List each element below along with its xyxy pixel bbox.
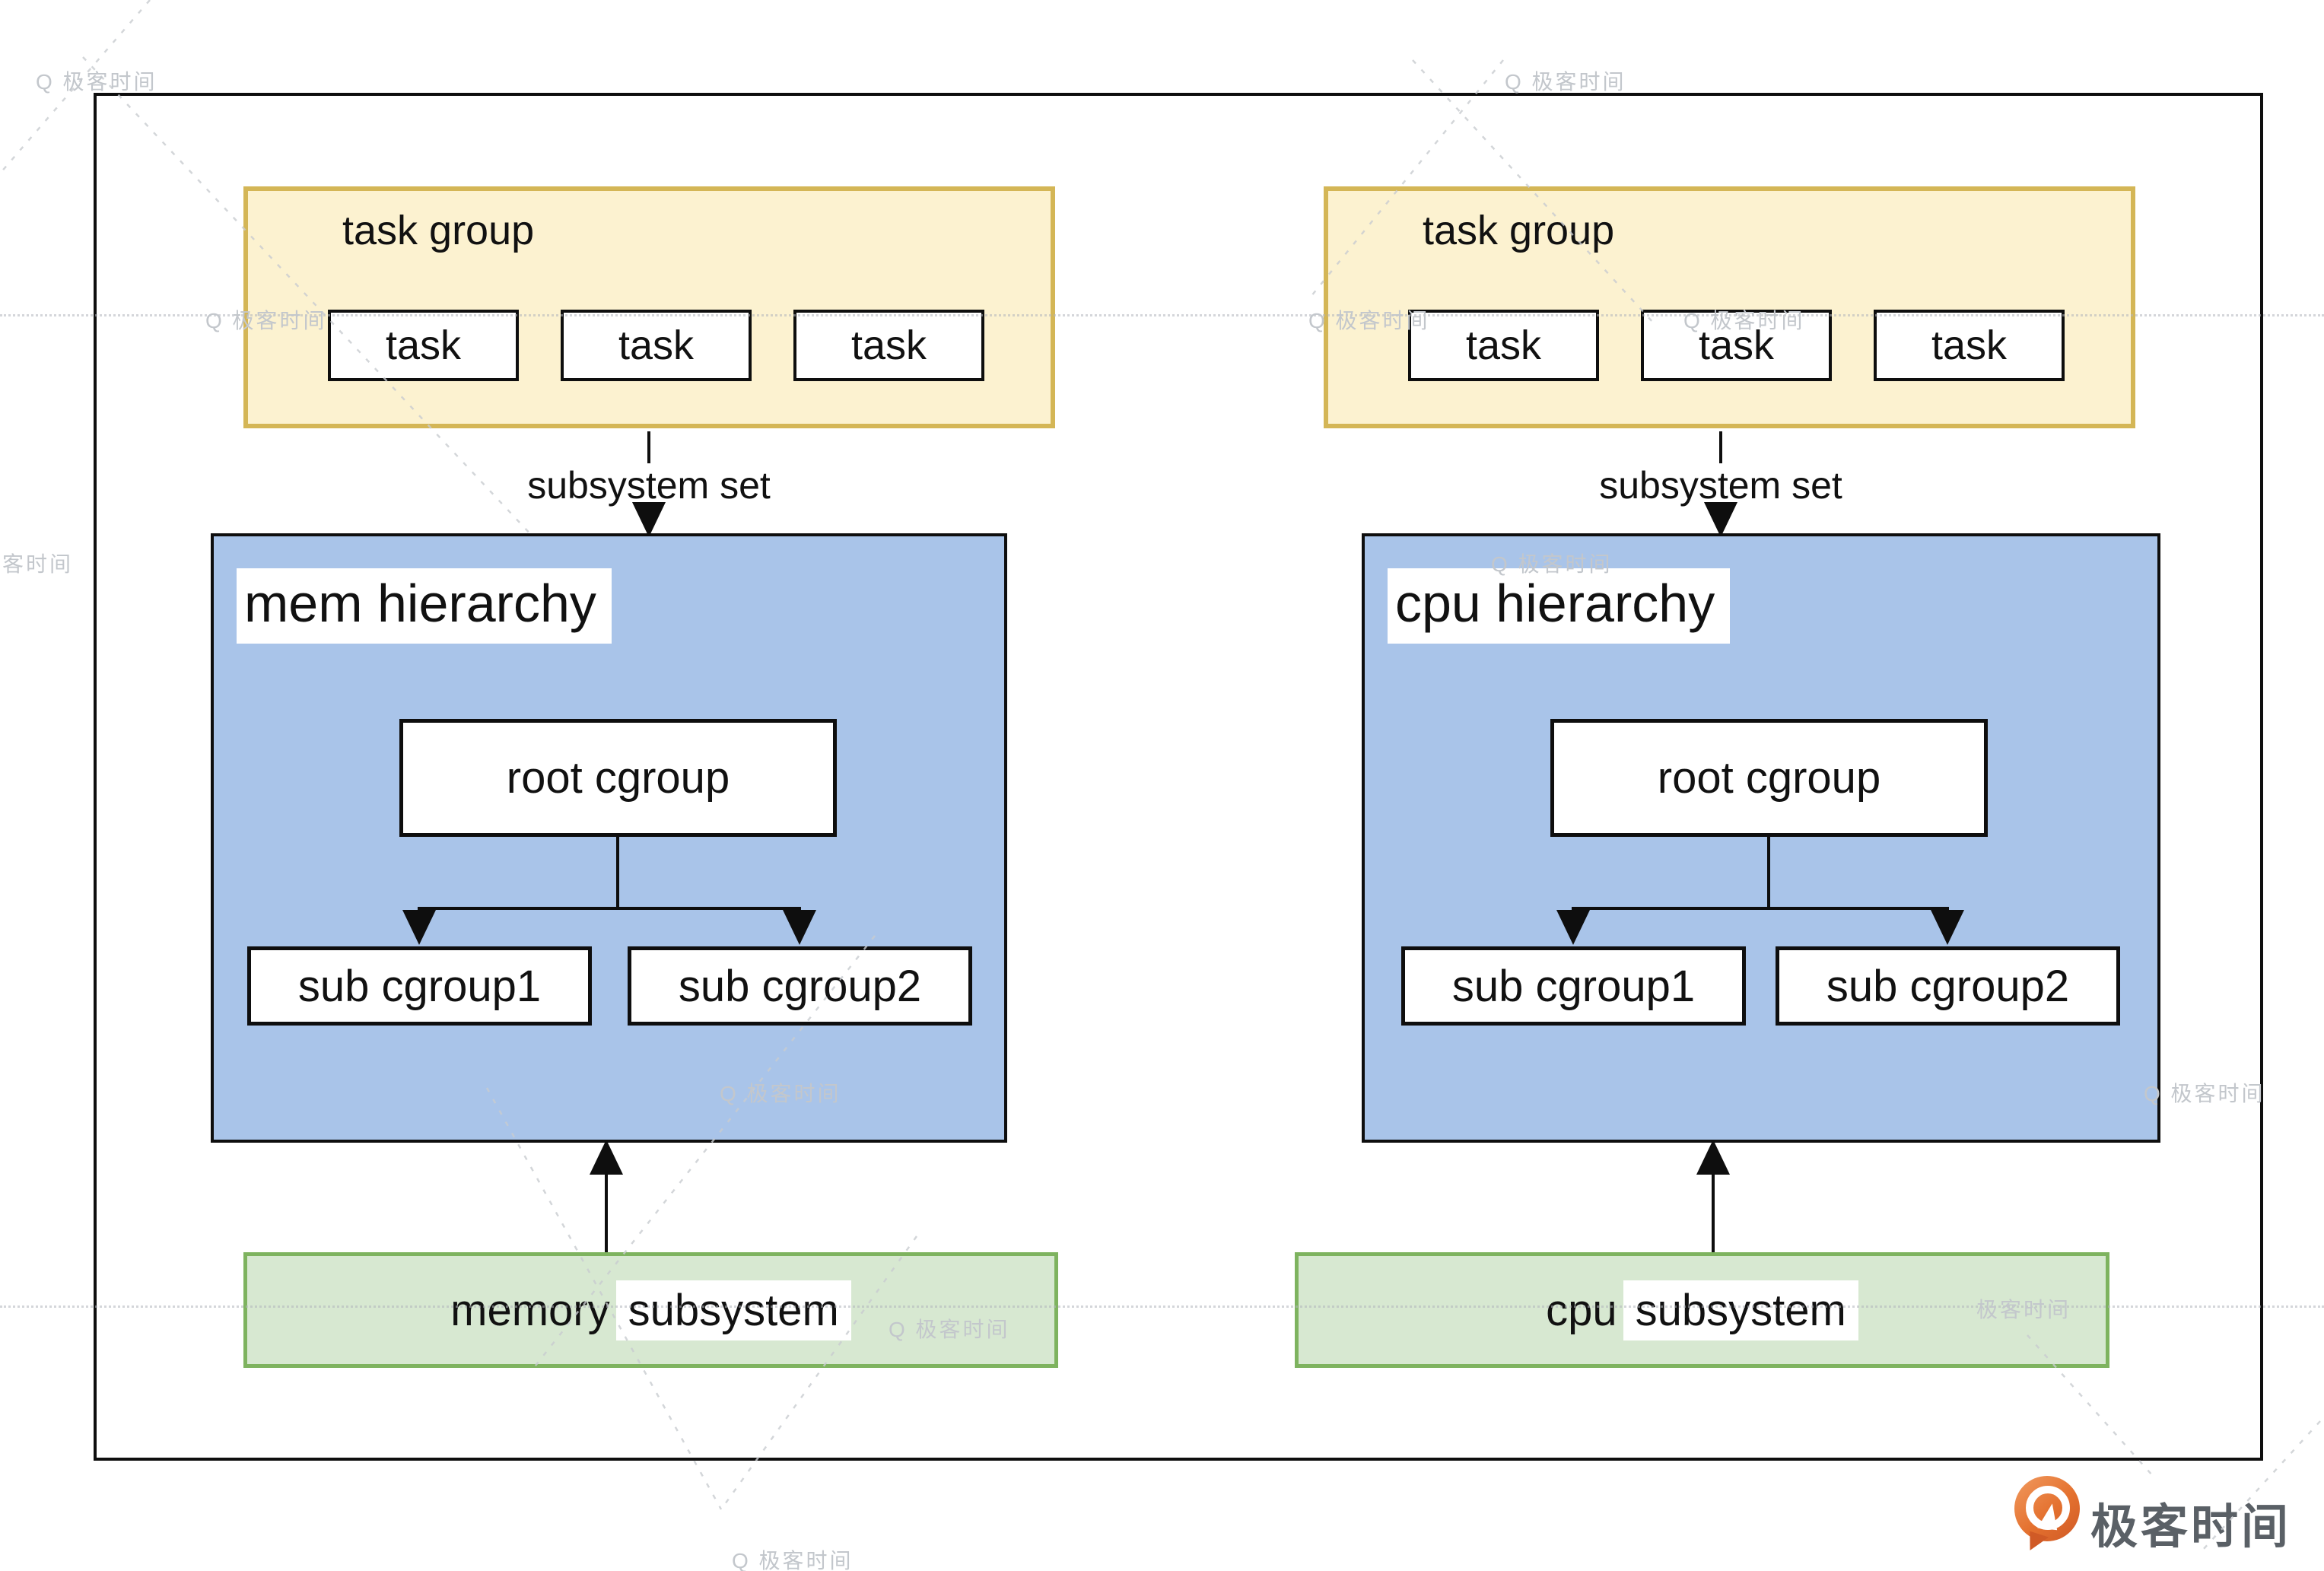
sub-cgroup1-box-left: sub cgroup1 [247,946,592,1026]
geektime-logo-text: 极客时间 [2090,1501,2292,1554]
subsystem-name-right: cpu [1546,1285,1617,1335]
task-box: task [793,310,984,381]
task-label: task [1465,323,1542,368]
arrowhead-down-icon [1704,502,1737,537]
sub-cgroup1-label: sub cgroup1 [1451,961,1696,1011]
subsystem-name-left: memory [450,1285,610,1335]
tree-bar-right [1572,907,1949,910]
sub-cgroup1-box-right: sub cgroup1 [1401,946,1746,1026]
root-cgroup-box-left: root cgroup [399,719,837,837]
geektime-logo: 极客时间 [2014,1474,2324,1558]
task-box: task [1408,310,1599,381]
edge-label-right: subsystem set [1599,464,1842,507]
task-label: task [1931,323,2008,368]
arrowhead-down-icon [632,502,666,537]
tree-trunk-right [1767,837,1770,908]
subsystem-edge-right [1712,1172,1715,1252]
task-box: task [1874,310,2065,381]
watermark-text: Q 极客时间 [36,70,157,94]
subsystem-word-right: subsystem [1623,1280,1858,1340]
geektime-logo-icon [2014,1476,2080,1541]
sub-cgroup2-box-right: sub cgroup2 [1776,946,2120,1026]
sub-cgroup2-label: sub cgroup2 [1826,961,2070,1011]
edge-line-left [647,431,650,463]
arrowhead-up-icon [1696,1140,1730,1175]
root-cgroup-label: root cgroup [1657,753,1881,803]
sub-cgroup1-label: sub cgroup1 [297,961,542,1011]
root-cgroup-label: root cgroup [506,753,730,803]
arrowhead-down-icon [1556,910,1590,945]
task-label: task [850,323,927,368]
task-box: task [561,310,752,381]
tree-trunk-left [616,837,619,908]
arrowhead-down-icon [783,910,816,945]
task-label: task [618,323,695,368]
task-label: task [1698,323,1775,368]
arrowhead-down-icon [1931,910,1964,945]
subsystem-box-right: cpu subsystem [1295,1252,2109,1368]
sub-cgroup2-label: sub cgroup2 [678,961,922,1011]
arrowhead-down-icon [402,910,436,945]
subsystem-edge-left [605,1172,608,1252]
tree-bar-left [418,907,801,910]
task-box: task [1641,310,1832,381]
hierarchy-label-right: cpu hierarchy [1388,568,1731,644]
subsystem-box-left: memory subsystem [243,1252,1058,1368]
root-cgroup-box-right: root cgroup [1550,719,1988,837]
task-box: task [328,310,519,381]
task-group-label-right: task group [1423,208,1615,253]
sub-cgroup2-box-left: sub cgroup2 [628,946,972,1026]
diagram-frame [94,93,2263,1461]
arrowhead-up-icon [590,1140,623,1175]
edge-label-left: subsystem set [527,464,771,507]
watermark-text: 极客时间 [0,552,74,576]
geektime-logo-notch [2037,1502,2060,1531]
task-group-label-left: task group [342,208,535,253]
hierarchy-label-left: mem hierarchy [237,568,612,644]
watermark-text: Q 极客时间 [1505,70,1626,94]
edge-line-right [1719,431,1722,463]
subsystem-word-left: subsystem [615,1280,851,1340]
watermark-text: Q 极客时间 [732,1549,854,1571]
task-label: task [385,323,462,368]
